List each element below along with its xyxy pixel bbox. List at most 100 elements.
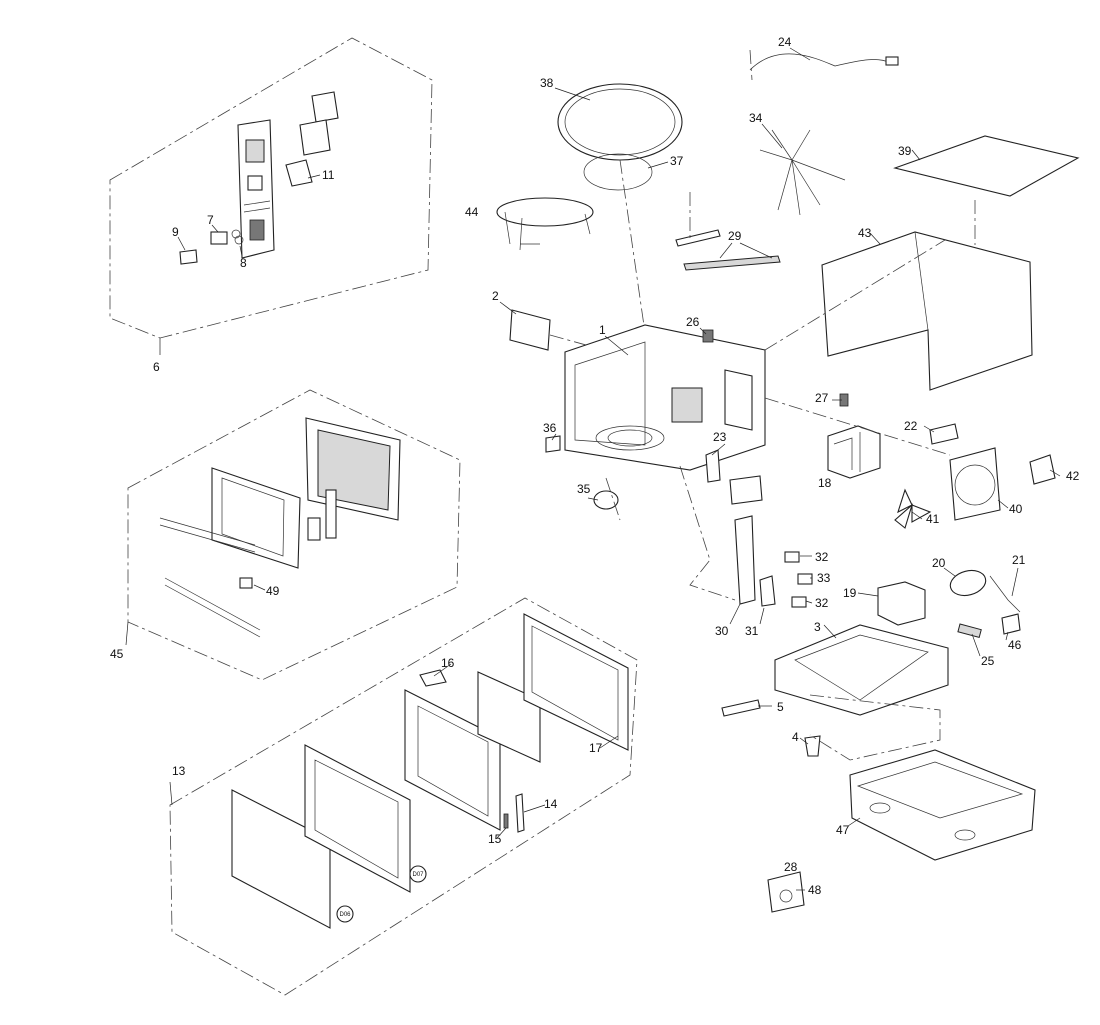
part-11-switch (285, 159, 313, 187)
callout-43: 43 (858, 226, 872, 240)
part-40-fan-housing (949, 447, 1001, 521)
part-33-switch (797, 573, 813, 585)
part-7-button (210, 231, 228, 245)
callout-22: 22 (904, 419, 918, 433)
part-1-cavity (564, 324, 766, 471)
group-6-boundary (109, 37, 433, 339)
decor-strip-bottom (164, 577, 261, 638)
callout-31: 31 (745, 624, 759, 638)
part-32-switch-lower (791, 596, 807, 608)
callout-25: 25 (981, 654, 995, 668)
callout-14: 14 (544, 797, 558, 811)
part-44-grill-rack (496, 197, 594, 227)
tag-d06-text: D06 (339, 912, 351, 918)
pcb-bracket (311, 91, 339, 123)
callout-23: 23 (713, 430, 727, 444)
callout-21: 21 (1012, 553, 1026, 567)
callout-35: 35 (577, 482, 591, 496)
callout-5: 5 (777, 700, 784, 714)
part-46-thermal-cutout (1001, 613, 1021, 635)
part-43-outer-case (821, 231, 1033, 391)
callout-33: 33 (817, 571, 831, 585)
callout-16: 16 (441, 656, 455, 670)
callout-37: 37 (670, 154, 684, 168)
door-outer-frame (523, 613, 629, 751)
callout-38: 38 (540, 76, 554, 90)
control-panel-window (247, 175, 263, 191)
part-14-lever (515, 793, 525, 833)
callout-15: 15 (488, 832, 502, 846)
part-47-base-tray (849, 749, 1036, 861)
door-main-frame (404, 689, 501, 831)
part-34-wire-bundle (759, 129, 846, 216)
callout-34: 34 (749, 111, 763, 125)
callout-6: 6 (153, 360, 160, 374)
part-48-bracket (767, 871, 805, 913)
cavity-waveguide (671, 387, 703, 423)
callout-27: 27 (815, 391, 829, 405)
callout-29: 29 (728, 229, 742, 243)
callout-3: 3 (814, 620, 821, 634)
part-5-bracket (721, 699, 761, 717)
callout-49: 49 (266, 584, 280, 598)
callout-32: 32 (815, 550, 829, 564)
callout-11: 11 (322, 168, 335, 182)
part-4-foot (804, 735, 821, 757)
callout-19: 19 (843, 586, 857, 600)
group-13-door: D06 D07 (169, 597, 638, 996)
part-32-switch-upper (784, 551, 800, 563)
part-8-knob (231, 229, 241, 239)
door-outer-panel (231, 789, 331, 929)
callout-36: 36 (543, 421, 557, 435)
part-22-sensor (929, 423, 959, 445)
callout-48: 48 (808, 883, 822, 897)
door-choke-frame (304, 744, 411, 893)
part-2-sheet (509, 309, 551, 351)
callout-18: 18 (818, 476, 832, 490)
part-30-door-sensor-bracket (734, 515, 756, 605)
tag-d07 (409, 865, 427, 883)
pcb-board (299, 119, 331, 156)
part-16-hook (419, 669, 447, 687)
callout-39: 39 (898, 144, 912, 158)
callout-24: 24 (778, 35, 792, 49)
group-13-boundary (169, 597, 638, 996)
decor-key-strip (325, 489, 337, 539)
part-23-lamp (705, 449, 721, 483)
callout-45: 45 (110, 647, 124, 661)
cavity-control-window (724, 369, 753, 431)
callout-7: 7 (207, 213, 214, 227)
callout-42: 42 (1066, 469, 1080, 483)
callout-44: 44 (465, 205, 479, 219)
callout-47: 47 (836, 823, 850, 837)
part-36-latch (545, 435, 561, 453)
tag-d07-text: D07 (412, 872, 424, 878)
part-26-thermostat (702, 329, 714, 343)
callout-13: 13 (172, 764, 186, 778)
callout-40: 40 (1009, 502, 1023, 516)
callout-2: 2 (492, 289, 499, 303)
part-49-clip (239, 577, 253, 589)
part-20-capacitor (949, 569, 987, 597)
decor-strip-top (159, 517, 256, 553)
part-24-harness (749, 53, 893, 71)
callout-32-lower: 32 (815, 596, 829, 610)
callout-41: 41 (926, 512, 940, 526)
callout-4: 4 (792, 730, 799, 744)
part-3-base-plate (774, 624, 949, 716)
callout-9: 9 (172, 225, 179, 239)
part-42-fan-motor (1029, 454, 1056, 485)
callout-30: 30 (715, 624, 729, 638)
callout-28: 28 (784, 860, 798, 874)
part-25-fuse-holder (957, 623, 982, 639)
tag-d06 (336, 905, 354, 923)
callouts: 1 2 3 4 5 6 7 8 9 11 13 14 15 16 17 18 1… (110, 35, 1080, 897)
decor-frame-front (211, 467, 301, 569)
group-45-boundary (127, 389, 461, 681)
callout-20: 20 (932, 556, 946, 570)
callout-46: 46 (1008, 638, 1022, 652)
part-29-heater-bracket (675, 229, 721, 247)
control-panel-display (245, 139, 265, 163)
leader-lines (433, 47, 1061, 891)
